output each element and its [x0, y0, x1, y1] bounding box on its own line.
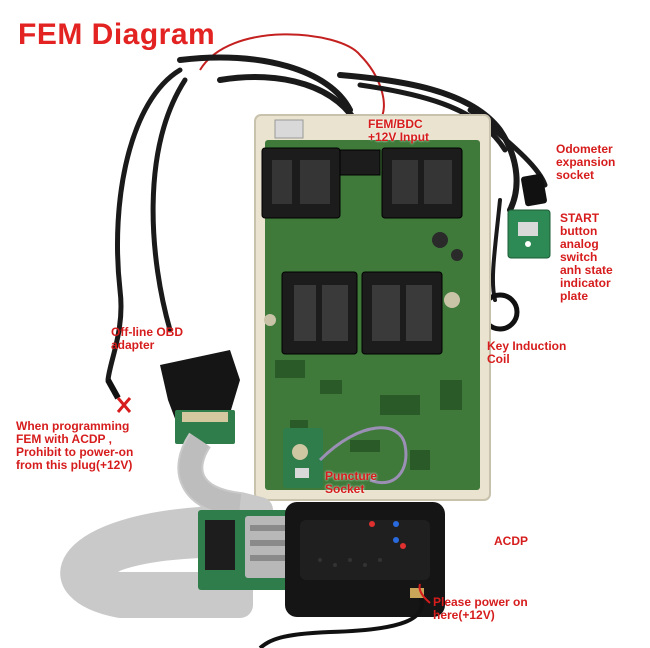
odometer-socket [521, 173, 547, 207]
puncture-socket-wire [318, 426, 408, 484]
diagram-title: FEM Diagram [18, 18, 216, 51]
label-key-induction-coil: Key Induction Coil [487, 339, 567, 366]
red-power-wire [199, 33, 385, 121]
start-button-plate [507, 209, 551, 259]
acdp-device [285, 502, 445, 617]
prohibit-x-mark [116, 397, 132, 413]
pcb-components [264, 232, 463, 470]
power-port-marker [418, 583, 431, 604]
label-puncture-socket: Puncture Socket [325, 469, 378, 496]
label-acdp: ACDP [494, 534, 529, 548]
puncture-socket-board [283, 428, 323, 488]
label-start-button-plate: START button analog switch anh state ind… [560, 211, 613, 303]
label-programming-warning: When programming FEM with ACDP , Prohibi… [16, 419, 134, 472]
label-odometer-socket: Odometer expansion socket [556, 142, 616, 182]
label-power-on-here: Please power on here(+12V) [433, 595, 528, 622]
power-cable [258, 594, 424, 648]
label-offline-obd-adapter: Off-line OBD adapter [111, 325, 183, 352]
label-fem-bdc-input: FEM/BDC +12V Input [368, 117, 430, 144]
offline-obd-adapter [160, 350, 240, 444]
